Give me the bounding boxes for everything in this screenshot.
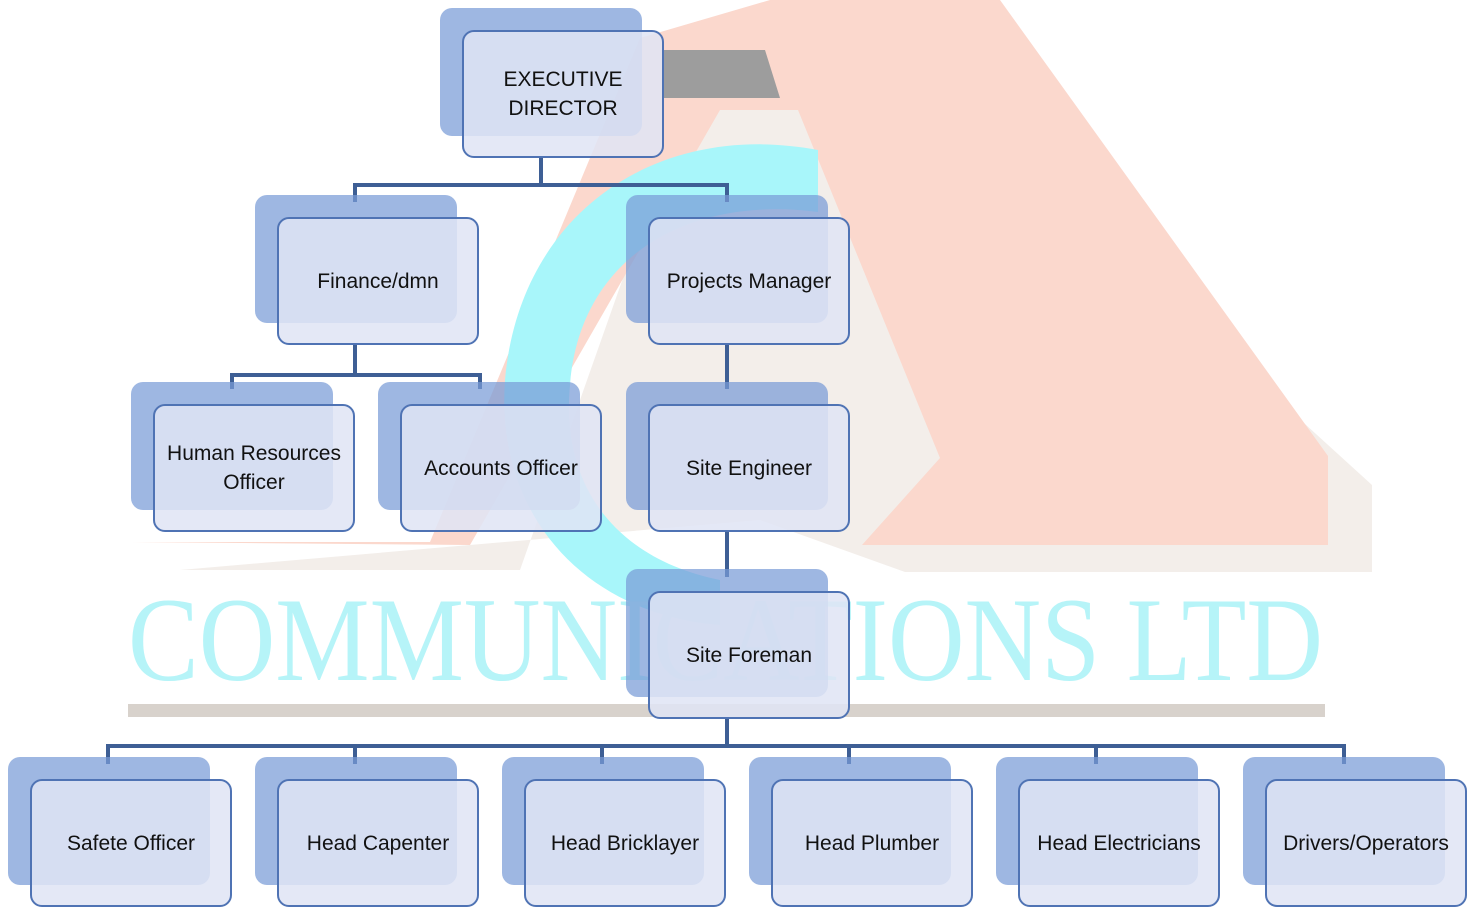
node-box: Head Electricians — [1018, 779, 1220, 907]
node-label: Safete Officer — [66, 831, 195, 855]
node-box: Head Bricklayer — [524, 779, 726, 907]
node-label: Accounts Officer — [424, 456, 578, 480]
node-accounts-officer: Accounts Officer — [378, 382, 602, 532]
node-label: Finance/dmn — [317, 269, 439, 293]
node-label: Site Foreman — [685, 643, 813, 667]
node-hr-officer: Human Resources Officer — [131, 382, 355, 532]
node-box: Projects Manager — [648, 217, 850, 345]
node-drivers-operators: Drivers/Operators — [1243, 757, 1467, 907]
node-label: Head Plumber — [804, 831, 940, 855]
connector-foreman — [106, 717, 1346, 764]
connector-finance — [230, 343, 482, 389]
node-safety-officer: Safete Officer — [8, 757, 232, 907]
node-label: Head Capenter — [306, 831, 450, 855]
node-executive-director: EXECUTIVE DIRECTOR — [440, 8, 664, 158]
node-site-engineer: Site Engineer — [626, 382, 850, 532]
node-head-bricklayer: Head Bricklayer — [502, 757, 726, 907]
logo-letter-a — [132, 0, 1328, 545]
node-projects-manager: Projects Manager — [626, 195, 850, 345]
node-box: Site Foreman — [648, 591, 850, 719]
node-box: Finance/dmn — [277, 217, 479, 345]
node-label: EXECUTIVE DIRECTOR — [503, 68, 623, 120]
node-box: Head Plumber — [771, 779, 973, 907]
node-box: EXECUTIVE DIRECTOR — [462, 30, 664, 158]
connector-executive — [353, 156, 729, 202]
node-finance-admin: Finance/dmn — [255, 195, 479, 345]
node-label: Human Resources Officer — [167, 442, 341, 494]
node-label: Projects Manager — [666, 269, 832, 293]
node-label: Drivers/Operators — [1283, 831, 1449, 855]
node-box: Drivers/Operators — [1265, 779, 1467, 907]
node-site-foreman: Site Foreman — [626, 569, 850, 719]
node-head-plumber: Head Plumber — [749, 757, 973, 907]
node-label: Site Engineer — [685, 456, 813, 480]
node-box: Safete Officer — [30, 779, 232, 907]
logo-gray-bar — [662, 50, 780, 98]
node-box: Site Engineer — [648, 404, 850, 532]
node-box: Accounts Officer — [400, 404, 602, 532]
node-label: Head Electricians — [1037, 831, 1201, 855]
node-box: Head Capenter — [277, 779, 479, 907]
node-head-carpenter: Head Capenter — [255, 757, 479, 907]
node-box: Human Resources Officer — [153, 404, 355, 532]
node-label: Head Bricklayer — [550, 831, 700, 855]
node-head-electricians: Head Electricians — [996, 757, 1220, 907]
